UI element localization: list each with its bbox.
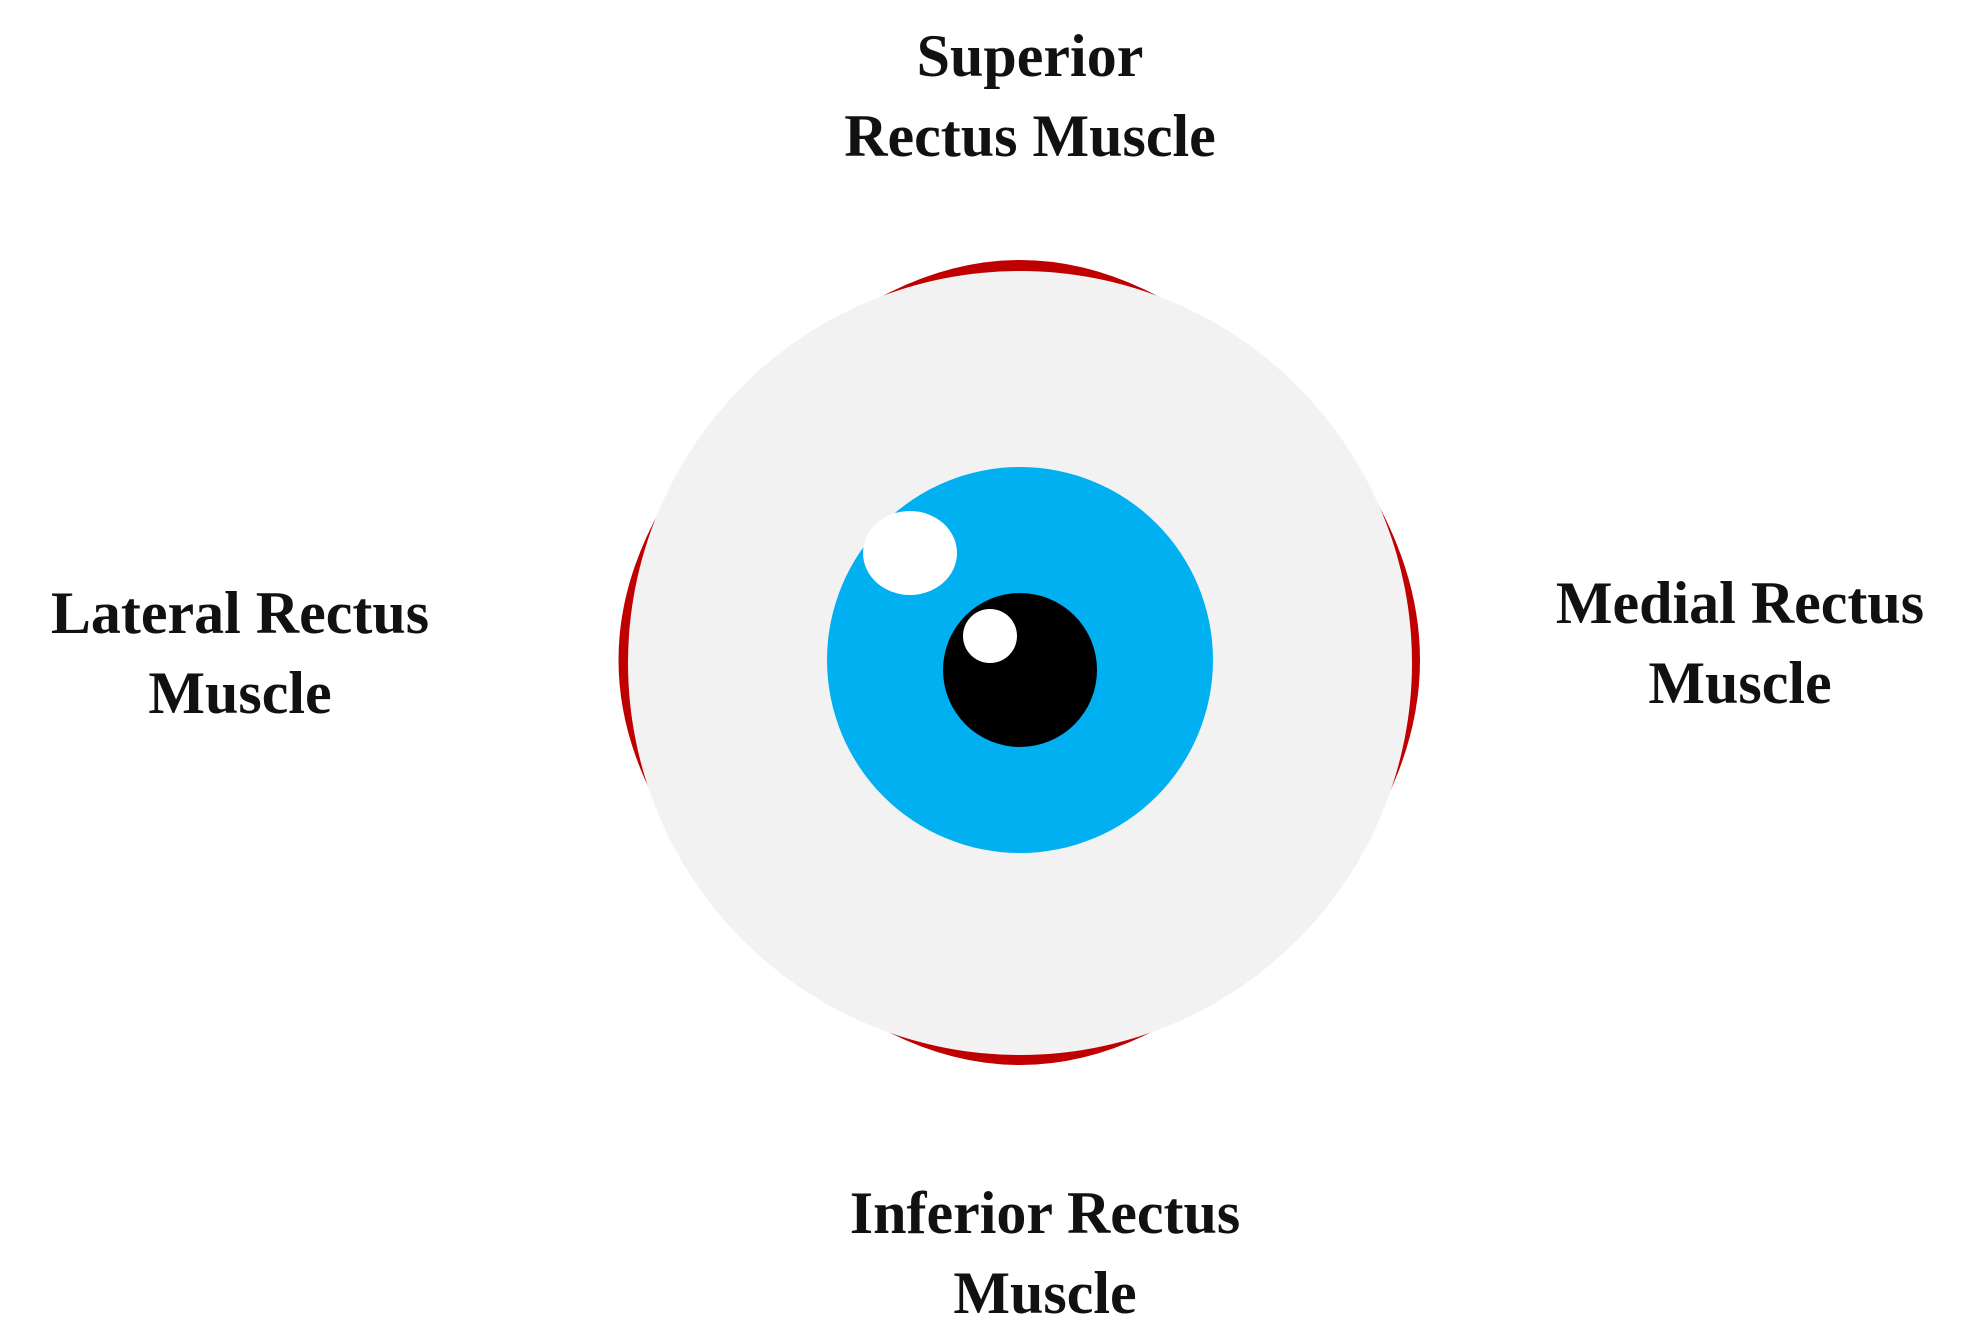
medial-rectus-label-line1: Medial Rectus [1555, 570, 1925, 636]
medial-rectus-label-line2: Muscle [1648, 650, 1832, 716]
medial-rectus-label: Medial Rectus Muscle [1500, 563, 1979, 723]
lateral-rectus-label-line1: Lateral Rectus [50, 580, 430, 646]
iris-highlight [863, 511, 957, 595]
pupil [943, 593, 1097, 747]
pupil-highlight [963, 609, 1017, 663]
superior-rectus-label-line1: Superior [916, 23, 1144, 89]
superior-rectus-label-line2: Rectus Muscle [844, 103, 1216, 169]
inferior-rectus-label-line2: Muscle [953, 1260, 1137, 1326]
lateral-rectus-label-line2: Muscle [148, 660, 332, 726]
inferior-rectus-label-line1: Inferior Rectus [849, 1180, 1241, 1246]
lateral-rectus-label: Lateral Rectus Muscle [0, 573, 480, 733]
inferior-rectus-label: Inferior Rectus Muscle [795, 1173, 1295, 1333]
superior-rectus-label: Superior Rectus Muscle [780, 16, 1280, 176]
